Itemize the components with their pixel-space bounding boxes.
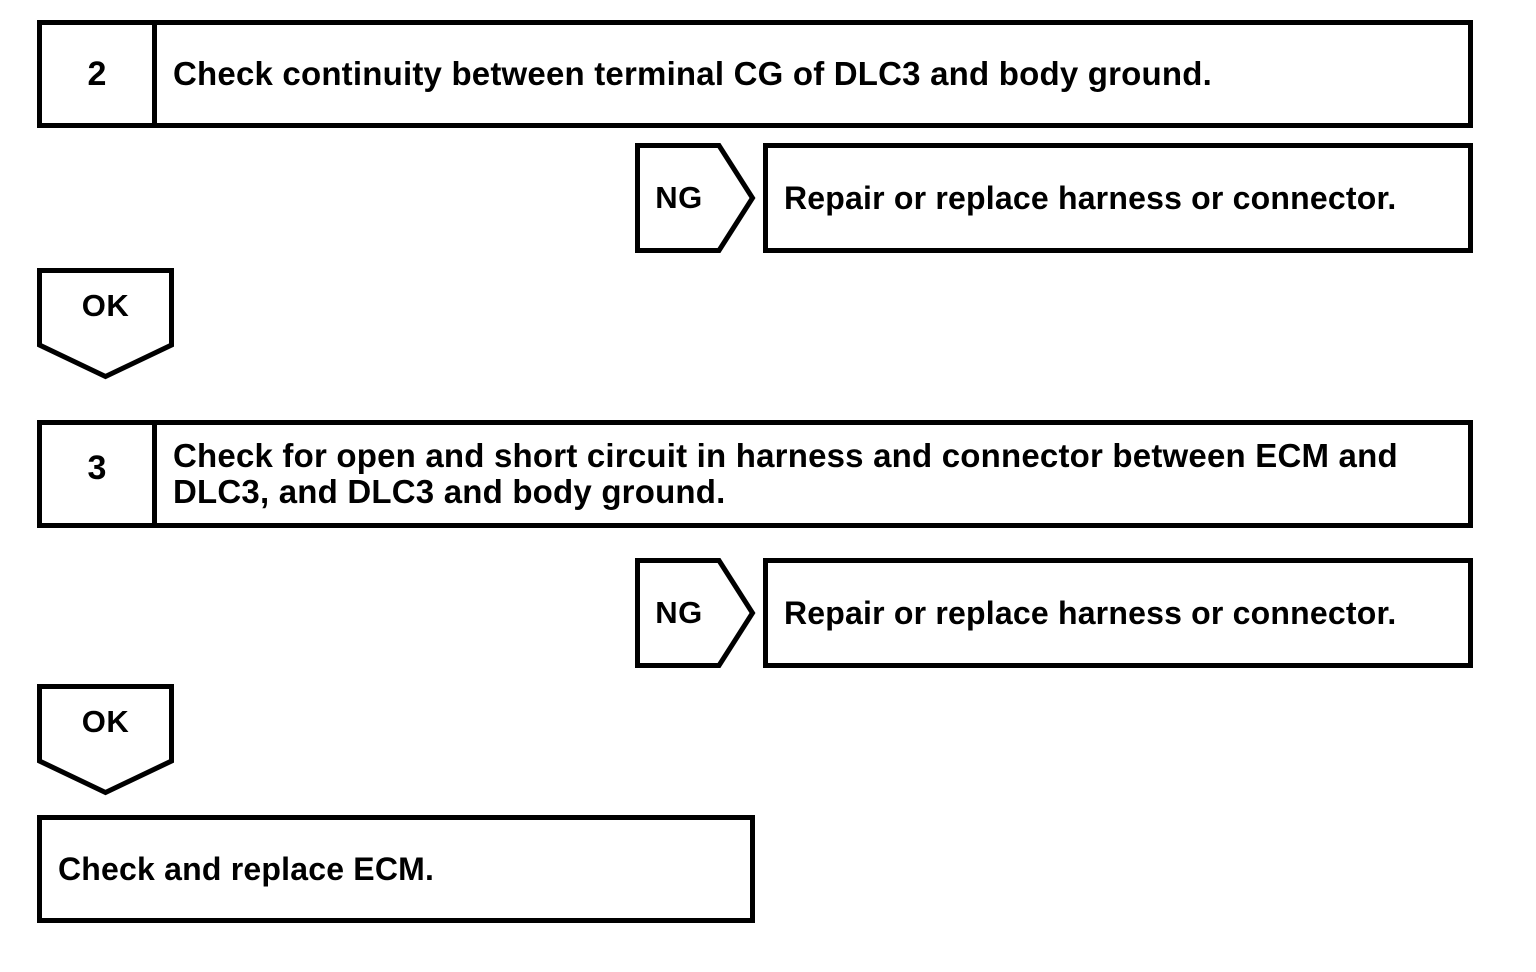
ok-label: OK	[81, 288, 130, 323]
final-action-box: Check and replace ECM.	[37, 815, 755, 923]
ok-pentagon-icon: OK	[37, 268, 174, 380]
step-instruction: Check continuity between terminal CG of …	[173, 55, 1212, 92]
ng-result-box: Repair or replace harness or connector.	[763, 143, 1473, 253]
ng-result-text: Repair or replace harness or connector.	[784, 179, 1397, 216]
step-box-2: 2 Check continuity between terminal CG o…	[37, 20, 1473, 128]
ng-pentagon-icon: NG	[635, 558, 756, 668]
step-number: 3	[42, 425, 157, 523]
step-instruction: Check for open and short circuit in harn…	[173, 437, 1398, 510]
ng-result-text: Repair or replace harness or connector.	[784, 594, 1397, 631]
step-box-3: 3 Check for open and short circuit in ha…	[37, 420, 1473, 528]
ok-label: OK	[81, 704, 130, 739]
step-number: 2	[42, 25, 157, 123]
ok-pentagon-icon: OK	[37, 684, 174, 796]
ng-result-box: Repair or replace harness or connector.	[763, 558, 1473, 668]
ng-label: NG	[655, 595, 703, 630]
final-action-text: Check and replace ECM.	[58, 850, 435, 887]
ng-label: NG	[655, 180, 703, 215]
ng-pentagon-icon: NG	[635, 143, 756, 253]
